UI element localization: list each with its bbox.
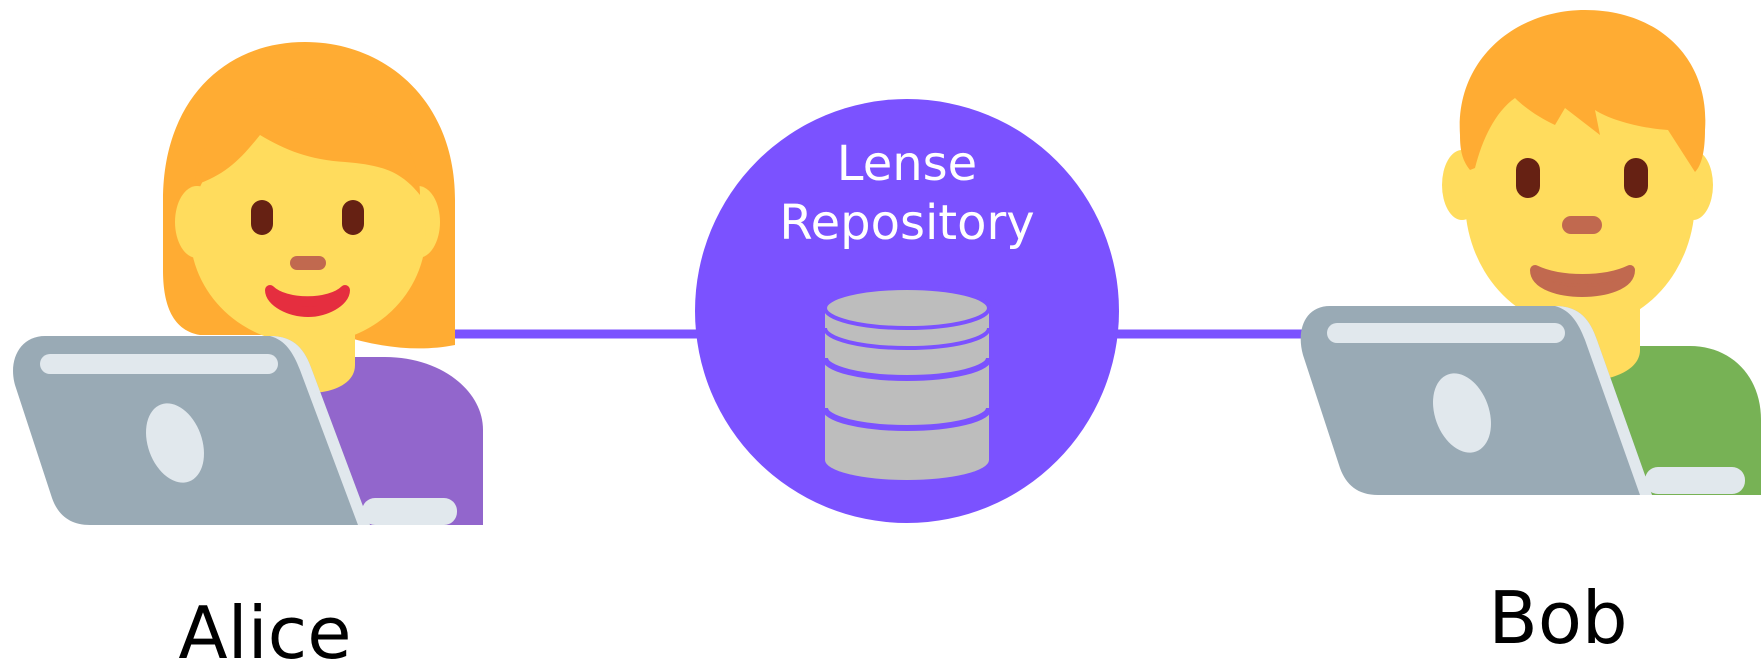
alice-name: Alice bbox=[178, 591, 351, 661]
bob-laptop-edge bbox=[1555, 306, 1652, 495]
bob-figure: Bob bbox=[1300, 10, 1761, 660]
bob-laptop-topbar bbox=[1327, 323, 1565, 343]
repository-title-line2: Repository bbox=[779, 195, 1034, 251]
alice-left-eye bbox=[251, 200, 273, 235]
alice-face bbox=[190, 120, 426, 344]
bob-nose bbox=[1562, 216, 1602, 234]
alice-laptop-topbar bbox=[40, 354, 278, 374]
bob-left-eye bbox=[1516, 158, 1540, 198]
bob-laptop-apple-icon bbox=[1433, 373, 1491, 453]
alice-bangs bbox=[195, 98, 420, 195]
lense-repository: Lense Repository bbox=[695, 99, 1119, 523]
bob-laptop-base bbox=[1645, 467, 1745, 494]
database-icon bbox=[822, 286, 992, 480]
bob-face bbox=[1465, 72, 1695, 328]
bob-name: Bob bbox=[1488, 576, 1627, 660]
bob-right-eye bbox=[1624, 158, 1648, 198]
alice-figure: Alice bbox=[13, 42, 483, 661]
alice-laptop-base bbox=[362, 498, 457, 525]
alice-mouth bbox=[265, 285, 350, 317]
bob-hair bbox=[1459, 10, 1706, 172]
alice-laptop-edge bbox=[270, 336, 370, 525]
alice-right-eye bbox=[342, 200, 364, 235]
alice-laptop-apple-icon bbox=[146, 403, 204, 483]
alice-nose bbox=[290, 256, 326, 270]
bob-mouth bbox=[1530, 265, 1635, 297]
repository-title-line1: Lense bbox=[837, 136, 977, 192]
